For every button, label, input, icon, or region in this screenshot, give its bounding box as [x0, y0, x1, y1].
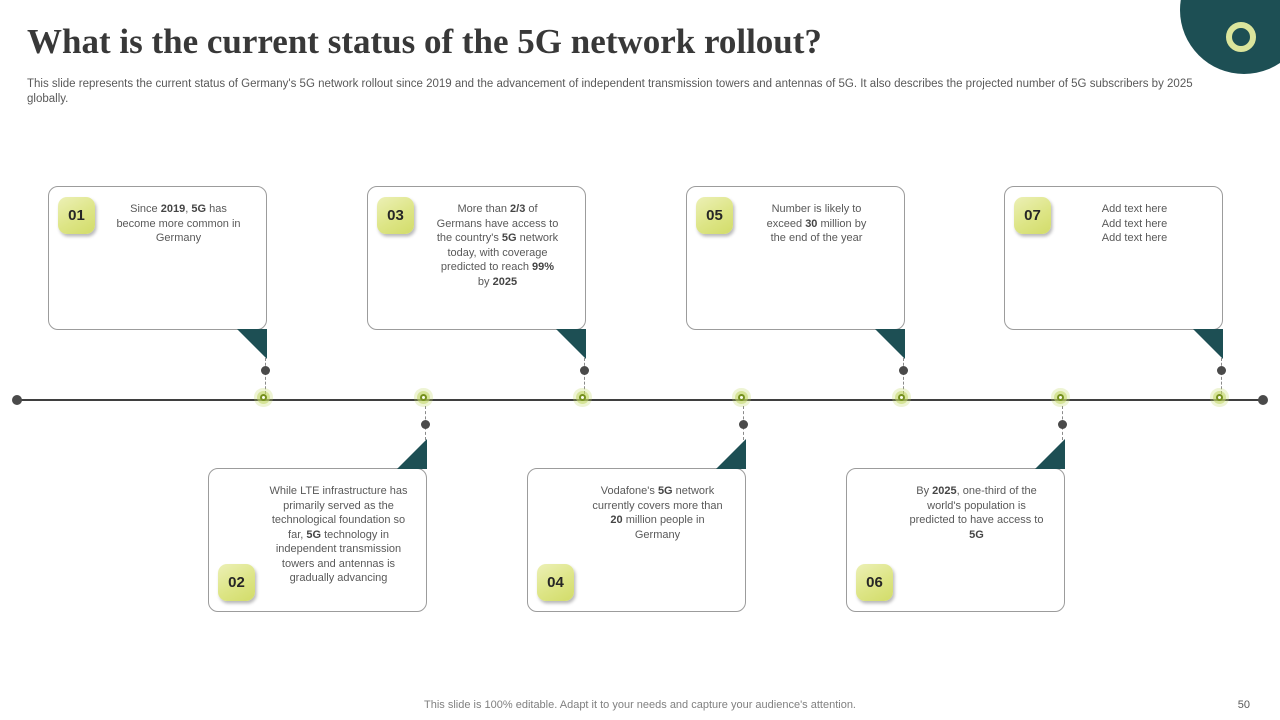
timeline-marker-icon — [420, 394, 427, 401]
timeline-endpoint-left-icon — [12, 395, 22, 405]
card-text: By 2025, one-third of the world's popula… — [909, 485, 1044, 541]
timeline-marker-icon — [260, 394, 267, 401]
connector-dot-icon — [421, 420, 430, 429]
timeline-card-06[interactable]: 06 By 2025, one-third of the world's pop… — [846, 439, 1065, 612]
step-number-badge: 07 — [1014, 197, 1051, 234]
card-pointer-triangle — [1035, 439, 1065, 469]
step-number-badge: 06 — [856, 564, 893, 601]
timeline-marker-icon — [1216, 394, 1223, 401]
connector-dot-icon — [1217, 366, 1226, 375]
connector-dot-icon — [1058, 420, 1067, 429]
timeline-marker-icon — [1057, 394, 1064, 401]
card-text: Since 2019, 5G has become more common in… — [116, 203, 241, 244]
timeline-endpoint-right-icon — [1258, 395, 1268, 405]
timeline-node-05 — [894, 352, 914, 448]
timeline-node-02 — [416, 352, 436, 448]
timeline-node-06 — [1053, 352, 1073, 448]
card-pointer-triangle — [1193, 329, 1223, 359]
timeline-card-01[interactable]: 01 Since 2019, 5G has become more common… — [48, 186, 267, 359]
card-text: Number is likely to exceed 30 million by… — [766, 203, 867, 244]
ring-circle-decoration — [1226, 22, 1256, 52]
card-text: Vodafone's 5G network currently covers m… — [592, 485, 723, 541]
connector-dot-icon — [739, 420, 748, 429]
timeline-marker-icon — [898, 394, 905, 401]
step-number-badge: 02 — [218, 564, 255, 601]
connector-dashed-line — [1221, 358, 1222, 394]
timeline-marker-icon — [738, 394, 745, 401]
card-pointer-triangle — [397, 439, 427, 469]
timeline-marker-icon — [579, 394, 586, 401]
card-pointer-triangle — [875, 329, 905, 359]
page-number: 50 — [1237, 699, 1250, 711]
step-number-badge: 03 — [377, 197, 414, 234]
connector-dashed-line — [903, 358, 904, 394]
page-title: What is the current status of the 5G net… — [27, 22, 822, 61]
connector-dot-icon — [580, 366, 589, 375]
timeline-card-05[interactable]: 05 Number is likely to exceed 30 million… — [686, 186, 905, 359]
timeline-line — [17, 399, 1263, 401]
timeline-node-07 — [1212, 352, 1232, 448]
timeline-node-01 — [256, 352, 276, 448]
connector-dashed-line — [584, 358, 585, 394]
step-number-badge: 04 — [537, 564, 574, 601]
connector-dot-icon — [261, 366, 270, 375]
footer-note: This slide is 100% editable. Adapt it to… — [424, 699, 856, 711]
slide-description: This slide represents the current status… — [27, 78, 1193, 105]
card-pointer-triangle — [556, 329, 586, 359]
card-pointer-triangle — [716, 439, 746, 469]
step-number-badge: 05 — [696, 197, 733, 234]
card-text: More than 2/3 of Germans have access to … — [436, 203, 559, 288]
step-number-badge: 01 — [58, 197, 95, 234]
card-text: While LTE infrastructure has primarily s… — [269, 485, 408, 584]
timeline-card-02[interactable]: 02 While LTE infrastructure has primaril… — [208, 439, 427, 612]
timeline-node-03 — [575, 352, 595, 448]
card-pointer-triangle — [237, 329, 267, 359]
connector-dot-icon — [899, 366, 908, 375]
connector-dashed-line — [265, 358, 266, 394]
timeline-card-03[interactable]: 03 More than 2/3 of Germans have access … — [367, 186, 586, 359]
timeline-card-04[interactable]: 04 Vodafone's 5G network currently cover… — [527, 439, 746, 612]
timeline-node-04 — [734, 352, 754, 448]
